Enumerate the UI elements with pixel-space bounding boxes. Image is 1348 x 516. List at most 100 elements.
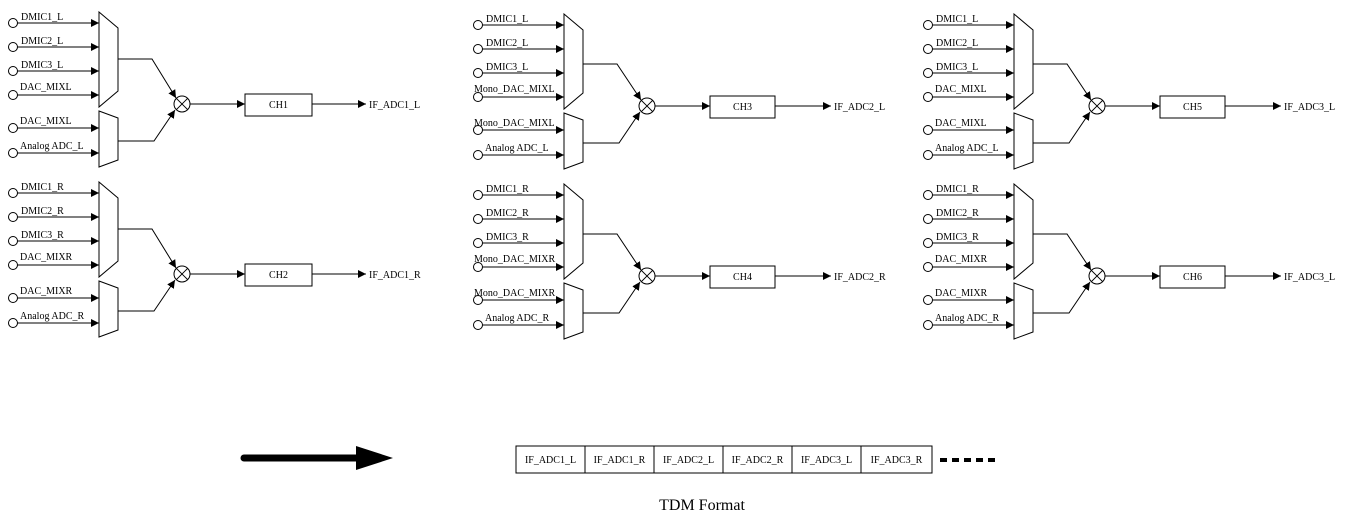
tdm-direction-arrow	[240, 446, 393, 470]
input-terminal-icon	[923, 44, 933, 54]
input-label: DMIC1_L	[936, 14, 978, 25]
signal-group-ch5: DMIC1_L DMIC2_L DMIC3_L DAC_MIXL DAC_MIX…	[923, 12, 1335, 170]
input-terminal-icon	[8, 236, 18, 246]
input-terminal-icon	[8, 148, 18, 158]
channel-block	[244, 263, 313, 287]
mux-b	[1013, 112, 1034, 170]
mux-b-to-mixer-wire	[583, 111, 641, 144]
input-terminal-icon	[8, 188, 18, 198]
mux-b-to-mixer-wire	[118, 279, 176, 312]
tdm-slot-label: IF_ADC3_L	[801, 455, 852, 466]
tdm-slot	[653, 445, 724, 474]
input-terminal-icon	[923, 214, 933, 224]
mux-b	[98, 110, 119, 168]
input-terminal-icon	[8, 318, 18, 328]
input-dac-mix: DAC_MIXR	[8, 252, 99, 270]
input-terminal-icon	[923, 68, 933, 78]
input-dmic1: DMIC1_L	[473, 14, 564, 30]
input-terminal-icon	[473, 190, 483, 200]
tdm-slot-label: IF_ADC3_R	[871, 455, 923, 466]
mux-b-to-mixer-wire	[118, 109, 176, 142]
output-label: IF_ADC1_L	[369, 100, 420, 111]
input-dmic3: DMIC3_R	[8, 230, 99, 246]
mux-b-to-mixer-wire	[1033, 111, 1091, 144]
input-terminal-icon	[473, 320, 483, 330]
mux-a-to-mixer-wire	[118, 58, 177, 99]
input-label: DMIC3_L	[936, 62, 978, 73]
input-label: DMIC3_R	[936, 232, 979, 243]
mux-a	[98, 180, 119, 279]
input-analog-adc: Analog ADC_L	[473, 143, 564, 160]
input-label: DAC_MIXR	[935, 288, 988, 299]
input-label: DMIC1_R	[21, 182, 64, 193]
input-terminal-icon	[8, 18, 18, 28]
input-label: DMIC1_L	[486, 14, 528, 25]
mux-a	[563, 182, 584, 281]
channel-label: CH3	[733, 102, 752, 113]
channel-block	[1159, 95, 1226, 119]
input-label: DAC_MIXR	[20, 286, 73, 297]
input-label: DMIC2_L	[21, 36, 63, 47]
mux-b-to-mixer-wire	[583, 281, 641, 314]
tdm-slot	[515, 445, 586, 474]
input-dmic2: DMIC2_L	[473, 38, 564, 54]
signal-group-ch3: DMIC1_L DMIC2_L DMIC3_L Mono_DAC_MIXL Mo…	[473, 12, 885, 170]
input-label: DMIC2_L	[936, 38, 978, 49]
input-label: Analog ADC_L	[20, 141, 84, 152]
mixer-icon	[638, 267, 656, 285]
channel-label: CH6	[1183, 272, 1202, 283]
input-label: DMIC3_R	[21, 230, 64, 241]
output-label: IF_ADC3_L	[1284, 272, 1335, 283]
mux-a	[1013, 12, 1034, 111]
channel-block	[1159, 265, 1226, 289]
input-label: DMIC2_R	[936, 208, 979, 219]
input-terminal-icon	[8, 260, 18, 270]
mux-b	[98, 280, 119, 338]
input-terminal-icon	[923, 320, 933, 330]
input-label: Mono_DAC_MIXL	[474, 118, 555, 129]
channel-block	[709, 265, 776, 289]
input-dmic3: DMIC3_L	[473, 62, 564, 78]
input-dac-mix-b: Mono_DAC_MIXL	[473, 118, 564, 135]
mux-a-to-mixer-wire	[583, 233, 642, 271]
mux-a	[1013, 182, 1034, 281]
input-terminal-icon	[8, 293, 18, 303]
input-terminal-icon	[8, 123, 18, 133]
signal-group-ch2: DMIC1_R DMIC2_R DMIC3_R DAC_MIXR DAC_MIX…	[8, 180, 421, 338]
output-label: IF_ADC2_R	[834, 272, 886, 283]
input-label: DAC_MIXL	[20, 116, 72, 127]
input-label: Mono_DAC_MIXR	[474, 254, 555, 265]
input-label: Mono_DAC_MIXR	[474, 288, 555, 299]
input-label: DAC_MIXL	[935, 118, 987, 129]
input-terminal-icon	[923, 150, 933, 160]
input-terminal-icon	[8, 42, 18, 52]
input-terminal-icon	[473, 238, 483, 248]
input-label: DMIC1_R	[936, 184, 979, 195]
input-dac-mix-b: DAC_MIXR	[923, 288, 1014, 305]
input-terminal-icon	[473, 150, 483, 160]
tdm-caption: TDM Format	[659, 497, 745, 514]
input-dmic3: DMIC3_L	[8, 60, 99, 76]
input-dac-mix-b: DAC_MIXL	[923, 118, 1014, 135]
input-terminal-icon	[473, 44, 483, 54]
input-label: Analog ADC_L	[485, 143, 549, 154]
input-dmic1: DMIC1_R	[473, 184, 564, 200]
input-dac-mix: DAC_MIXL	[8, 82, 99, 100]
mux-a	[98, 10, 119, 109]
input-label: DMIC3_R	[486, 232, 529, 243]
mux-a-to-mixer-wire	[1033, 233, 1092, 271]
input-dac-mix-b: Mono_DAC_MIXR	[473, 288, 564, 305]
channel-label: CH5	[1183, 102, 1202, 113]
tdm-slot	[791, 445, 862, 474]
input-label: DMIC2_L	[486, 38, 528, 49]
input-terminal-icon	[8, 90, 18, 100]
input-dmic3: DMIC3_R	[473, 232, 564, 248]
mixer-icon	[1088, 267, 1106, 285]
input-dmic2: DMIC2_L	[923, 38, 1014, 54]
output-label: IF_ADC2_L	[834, 102, 885, 113]
input-terminal-icon	[473, 20, 483, 30]
input-analog-adc: Analog ADC_R	[473, 313, 564, 330]
mixer-icon	[1088, 97, 1106, 115]
input-analog-adc: Analog ADC_L	[923, 143, 1014, 160]
